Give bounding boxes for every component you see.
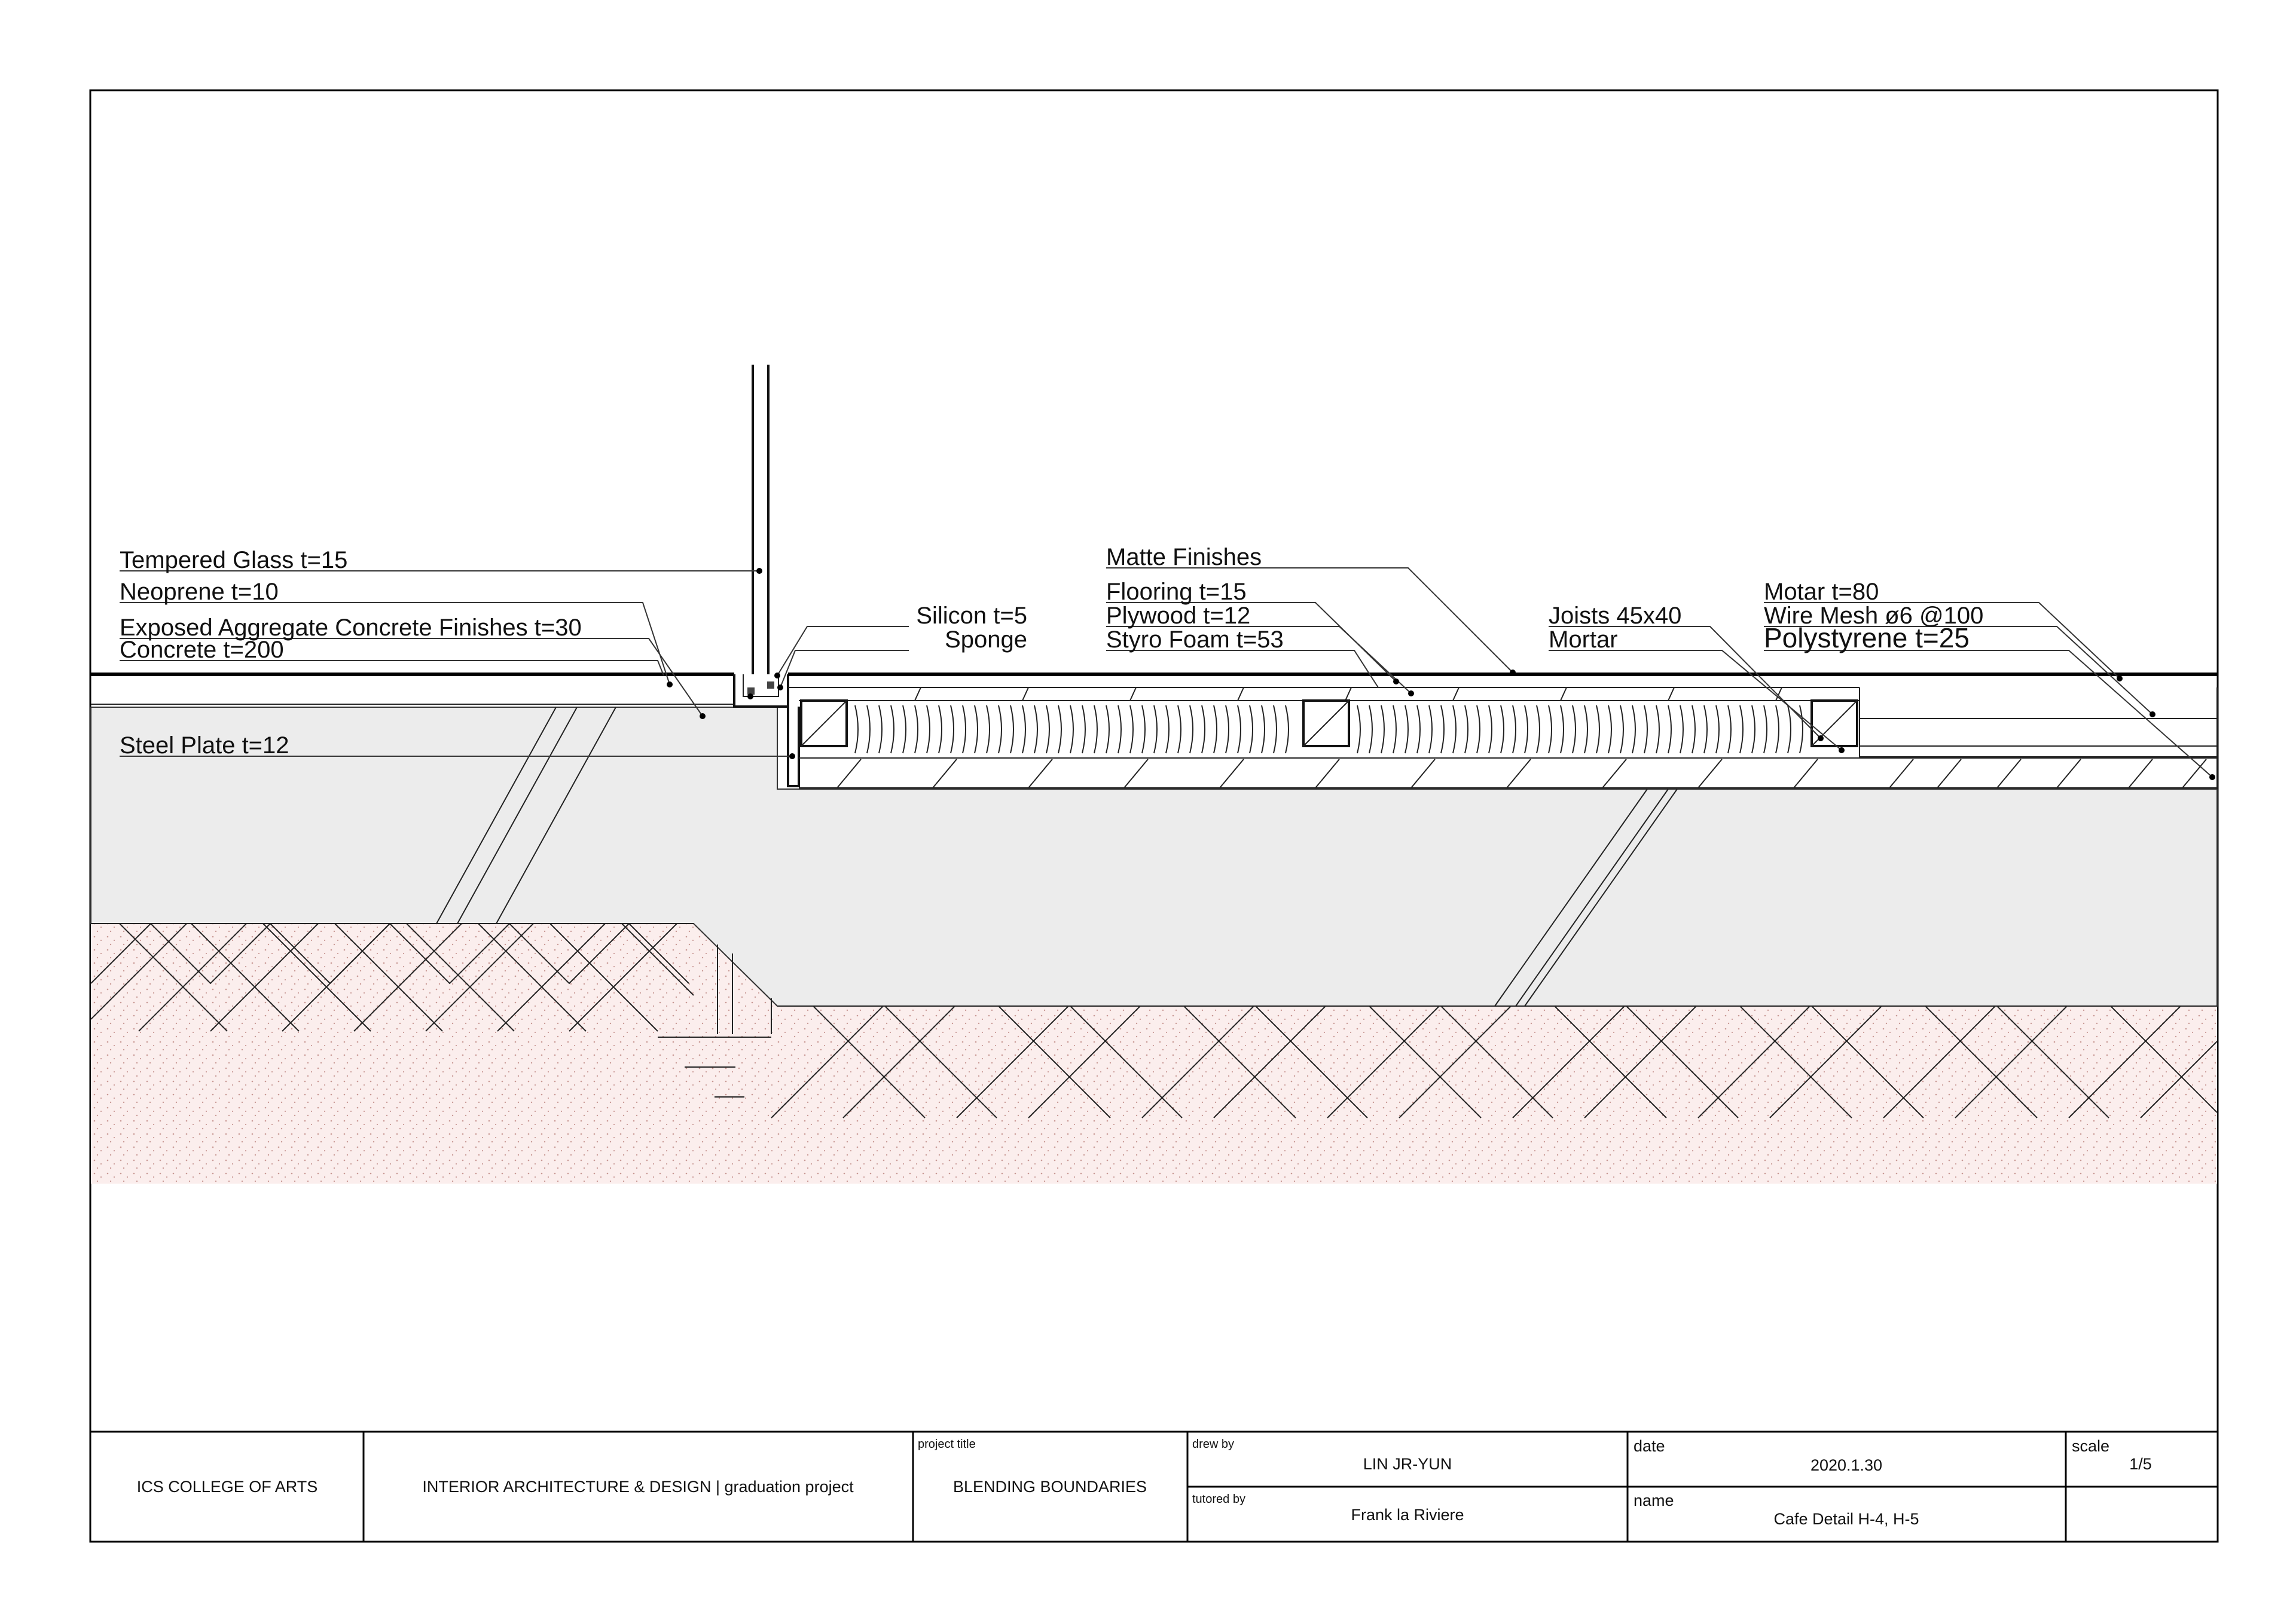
label-motar: Motar t=80: [1764, 579, 1879, 605]
scale-label: scale: [2072, 1437, 2109, 1455]
label-sponge: Sponge: [945, 626, 1027, 653]
soil-hatch: [91, 924, 2217, 1118]
label-tempered-glass: Tempered Glass t=15: [120, 547, 347, 573]
drew-by-label: drew by: [1192, 1438, 1234, 1451]
label-polystyrene: Polystyrene t=25: [1764, 622, 1970, 653]
label-matte-finishes: Matte Finishes: [1106, 544, 1262, 570]
department: INTERIOR ARCHITECTURE & DESIGN | graduat…: [422, 1478, 854, 1496]
drew-by: LIN JR-YUN: [1363, 1455, 1452, 1473]
leader-dots: [667, 568, 2215, 780]
label-flooring: Flooring t=15: [1106, 579, 1247, 605]
material-labels: Tempered Glass t=15 Neoprene t=10 Expose…: [120, 544, 1983, 759]
school-name: ICS COLLEGE OF ARTS: [137, 1478, 318, 1496]
tutored-by: Frank la Riviere: [1351, 1506, 1464, 1524]
label-plywood: Plywood t=12: [1106, 603, 1250, 629]
tutored-by-label: tutored by: [1192, 1493, 1245, 1506]
label-silicon: Silicon t=5: [916, 603, 1027, 629]
label-exposed-aggregate: Exposed Aggregate Concrete Finishes t=30: [120, 615, 582, 641]
footing-lines: [658, 945, 772, 1098]
leader-lines: [120, 567, 2213, 778]
title-block: ICS COLLEGE OF ARTS INTERIOR ARCHITECTUR…: [91, 1431, 2217, 1541]
scale: 1/5: [2129, 1455, 2152, 1473]
date-label: date: [1634, 1437, 1665, 1455]
soil-layer: [91, 924, 2217, 1184]
tempered-glass: [752, 365, 770, 674]
break-lines: [436, 707, 1678, 1007]
label-neoprene: Neoprene t=10: [120, 579, 279, 605]
project-title: BLENDING BOUNDARIES: [953, 1478, 1147, 1496]
project-title-label: project title: [918, 1438, 976, 1451]
label-wire-mesh: Wire Mesh ø6 @100: [1764, 603, 1983, 629]
label-steel-plate: Steel Plate t=12: [120, 732, 289, 759]
label-joists: Joists 45x40: [1549, 603, 1681, 629]
raised-floor: [788, 673, 2218, 789]
label-styro-foam: Styro Foam t=53: [1106, 626, 1284, 653]
date: 2020.1.30: [1810, 1456, 1882, 1474]
drawing-name: Cafe Detail H-4, H-5: [1773, 1510, 1919, 1528]
name-label: name: [1634, 1491, 1674, 1509]
label-mortar: Mortar: [1549, 626, 1618, 653]
section-drawing: Tempered Glass t=15 Neoprene t=10 Expose…: [90, 365, 2218, 1184]
label-concrete: Concrete t=200: [120, 637, 284, 663]
